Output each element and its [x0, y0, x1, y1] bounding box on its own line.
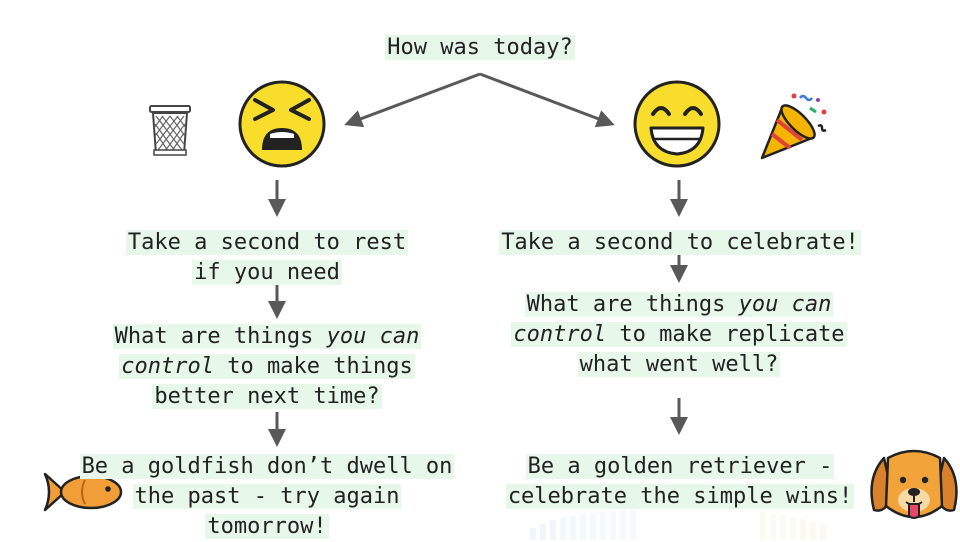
question-text: How was today? — [385, 35, 575, 60]
left-step2-line1: What are things you can — [112, 324, 422, 349]
left-step1-box: Take a second to rest if you need — [87, 228, 447, 288]
right-step1-line1: Take a second to celebrate! — [499, 230, 861, 255]
left-step2-line2: control to make things — [119, 354, 415, 379]
background-bars-decoration — [530, 510, 826, 540]
party-popper-icon — [760, 93, 827, 160]
left-step3-line1: Be a goldfish don’t dwell on — [79, 454, 455, 479]
trash-can-icon — [149, 105, 191, 156]
left-step3-box: Be a goldfish don’t dwell on the past - … — [47, 452, 487, 542]
left-step3-line3: tomorrow! — [205, 514, 329, 539]
left-step2-emphasis2: control — [121, 354, 215, 379]
right-step2-line1-text: What are things — [526, 292, 739, 317]
left-step2-line2-text: to make things — [214, 354, 413, 379]
right-step2-emphasis2: control — [513, 322, 607, 347]
right-step3-line2: celebrate the simple wins! — [505, 484, 855, 509]
right-step2-line1: What are things you can — [524, 292, 834, 317]
left-step2-emphasis1: you can — [326, 324, 420, 349]
right-step1-box: Take a second to celebrate! — [470, 228, 890, 258]
down-arrows — [268, 180, 688, 447]
left-step2-line1-text: What are things — [114, 324, 327, 349]
right-step3-box: Be a golden retriever - celebrate the si… — [490, 452, 870, 512]
left-step1-line2: if you need — [192, 260, 342, 285]
right-step2-line2: control to make replicate — [511, 322, 847, 347]
right-step2-box: What are things you can control to make … — [484, 290, 874, 380]
right-step3-line1: Be a golden retriever - — [525, 454, 835, 479]
right-step2-line3: what went well? — [577, 352, 781, 377]
left-step2-line3: better next time? — [152, 384, 382, 409]
right-step2-line2-text: to make replicate — [606, 322, 845, 347]
dog-face-icon — [870, 449, 958, 519]
branch-arrows — [344, 72, 615, 128]
question-box: How was today? — [330, 33, 630, 63]
left-step1-line1: Take a second to rest — [125, 230, 409, 255]
right-step2-emphasis1: you can — [738, 292, 832, 317]
left-step2-box: What are things you can control to make … — [77, 322, 457, 412]
grinning-face-icon — [633, 80, 721, 168]
tired-face-icon — [238, 80, 326, 168]
left-step3-line2: the past - try again — [132, 484, 402, 509]
